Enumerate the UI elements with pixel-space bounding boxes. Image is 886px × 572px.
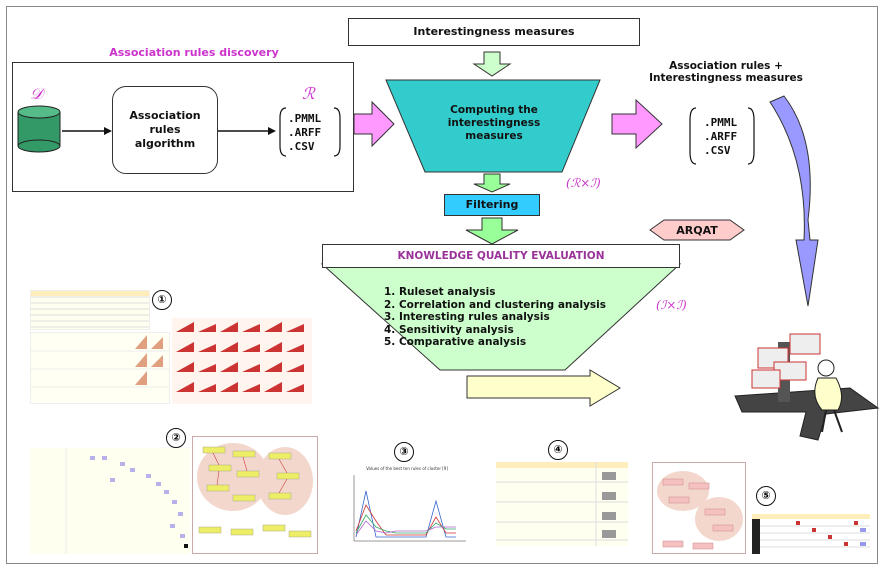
discovery-title: Association rules discovery <box>109 46 279 59</box>
cluster-graph-thumbnail <box>192 436 318 554</box>
rules-format-pmml: .PMML <box>288 112 322 125</box>
evaluation-title: KNOWLEDGE QUALITY EVALUATION <box>397 250 605 262</box>
database-icon <box>17 105 61 153</box>
marker-3: ③ <box>394 442 414 462</box>
evaluation-item-3: 3. Interesting rules analysis <box>384 311 550 323</box>
measures-input-box: Interestingness measures <box>348 18 640 46</box>
evaluation-item-5: 5. Comparative analysis <box>384 336 527 348</box>
algorithm-label: Association rules algorithm <box>129 109 201 150</box>
ruleset-table-thumbnail <box>30 290 150 330</box>
rules-format-arff: .ARFF <box>288 126 322 139</box>
output-format-pmml: .PMML <box>704 116 738 129</box>
rules-symbol: ℛ <box>302 84 315 103</box>
measures-product: (ℐ×ℐ) <box>656 298 687 312</box>
arrow-output-to-user <box>769 95 819 307</box>
output-bracket-left <box>689 107 697 165</box>
arrow-computing-to-filtering <box>473 173 511 193</box>
evaluation-item-4: 4. Sensitivity analysis <box>384 323 514 336</box>
marker-2: ② <box>166 428 186 448</box>
algorithm-box: Association rules algorithm <box>112 86 218 174</box>
discovery-box <box>12 62 354 192</box>
marker-5: ⑤ <box>756 486 776 506</box>
rules-format-csv: .CSV <box>288 140 315 153</box>
comparative-table-thumbnail <box>752 514 870 554</box>
marker-1: ① <box>152 290 172 310</box>
output-formats: .PMML .ARFF .CSV <box>704 116 737 158</box>
filtering-box: Filtering <box>444 194 540 216</box>
chart-thumb-title: Values of the best ten rules of cluster … <box>366 466 448 471</box>
arrow-discovery-to-computing <box>353 100 395 148</box>
computing-funnel <box>385 79 601 173</box>
comparative-graph-thumbnail <box>652 462 746 554</box>
measure-scatter-matrix-thumbnail <box>172 318 312 404</box>
measures-input-label: Interestingness measures <box>413 25 575 38</box>
output-format-csv: .CSV <box>704 144 731 157</box>
rules-line-chart-thumbnail: Values of the best ten rules of cluster … <box>344 464 470 554</box>
arrow-measures-to-computing <box>472 51 512 77</box>
output-title: Association rules + Interestingness meas… <box>649 60 803 84</box>
rules-formats: .PMML .ARFF .CSV <box>288 112 321 154</box>
filtering-label: Filtering <box>465 198 519 211</box>
rules-bracket-left <box>279 107 287 157</box>
evaluation-header: KNOWLEDGE QUALITY EVALUATION <box>322 244 680 268</box>
output-format-arff: .ARFF <box>704 130 738 143</box>
evaluation-item-2: 2. Correlation and clustering analysis <box>384 298 607 311</box>
arqat-shape <box>649 219 745 241</box>
computing-label: Computing the interestingness measures <box>447 104 541 142</box>
rules-bracket-right <box>333 107 341 157</box>
rules-measures-product: (ℛ×ℐ) <box>566 176 601 190</box>
arrow-computing-to-output <box>611 98 663 150</box>
arqat-label: ARQAT <box>676 224 718 237</box>
sensitivity-table-thumbnail <box>496 462 628 546</box>
arrow-evaluation-to-user <box>466 369 621 407</box>
marker-4: ④ <box>548 440 568 460</box>
arrow-filtering-to-evaluation <box>465 217 519 245</box>
user-illustration <box>734 333 880 441</box>
correlation-matrix-thumbnail <box>30 448 190 554</box>
evaluation-list: 1. Ruleset analysis 2. Correlation and c… <box>384 286 606 349</box>
evaluation-item-1: 1. Ruleset analysis <box>384 286 496 298</box>
dataset-symbol: 𝒟 <box>30 84 43 103</box>
ruleset-distribution-thumbnail <box>30 332 170 404</box>
output-bracket-right <box>747 107 755 165</box>
diagram-frame <box>6 6 878 564</box>
